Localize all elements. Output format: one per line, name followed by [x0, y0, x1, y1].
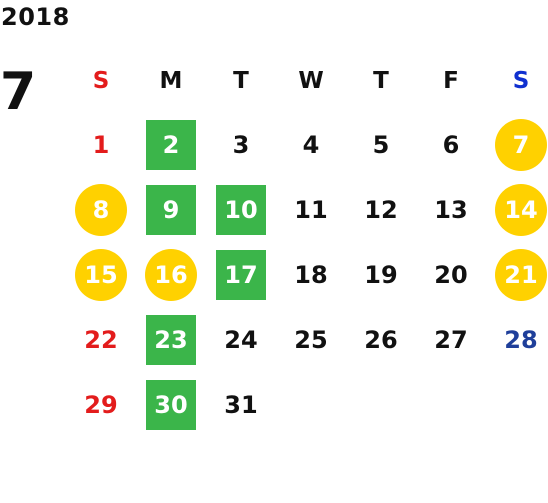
week-row-4: 22 23 24 25 26 27 28 [66, 307, 548, 372]
day-cell-27[interactable]: 27 [434, 325, 468, 354]
day-cell-8[interactable]: 8 [66, 177, 136, 242]
day-cell-16[interactable]: 16 [136, 242, 206, 307]
day-cell-29[interactable]: 29 [84, 390, 118, 419]
day-cell-19[interactable]: 19 [364, 260, 398, 289]
weekday-thursday: T [373, 68, 389, 94]
day-cell-31[interactable]: 31 [224, 390, 258, 419]
empty-cell [346, 372, 416, 437]
day-cell-24[interactable]: 24 [224, 325, 258, 354]
calendar-grid: S M T W T F S 1 2 3 4 5 6 7 8 9 10 11 12… [66, 50, 548, 437]
week-row-2: 8 9 10 11 12 13 14 [66, 177, 548, 242]
day-cell-12[interactable]: 12 [364, 195, 398, 224]
empty-cell [486, 372, 548, 437]
weekday-wednesday: W [298, 68, 324, 94]
week-row-5: 29 30 31 [66, 372, 548, 437]
weekday-tuesday: T [233, 68, 249, 94]
day-cell-2[interactable]: 2 [136, 112, 206, 177]
day-cell-20[interactable]: 20 [434, 260, 468, 289]
day-cell-25[interactable]: 25 [294, 325, 328, 354]
year-label: 2018 [1, 3, 70, 31]
day-cell-11[interactable]: 11 [294, 195, 328, 224]
week-row-3: 15 16 17 18 19 20 21 [66, 242, 548, 307]
day-cell-21[interactable]: 21 [486, 242, 548, 307]
day-cell-10[interactable]: 10 [206, 177, 276, 242]
week-row-1: 1 2 3 4 5 6 7 [66, 112, 548, 177]
day-cell-30[interactable]: 30 [136, 372, 206, 437]
day-cell-23[interactable]: 23 [136, 307, 206, 372]
month-label: 7 [0, 62, 37, 122]
weekday-sunday: S [92, 68, 110, 94]
empty-cell [416, 372, 486, 437]
weekday-saturday: S [512, 68, 530, 94]
day-cell-3[interactable]: 3 [232, 130, 250, 159]
day-cell-5[interactable]: 5 [372, 130, 390, 159]
weekday-monday: M [159, 68, 183, 94]
day-cell-18[interactable]: 18 [294, 260, 328, 289]
day-cell-7[interactable]: 7 [486, 112, 548, 177]
weekday-friday: F [443, 68, 459, 94]
day-cell-28[interactable]: 28 [504, 325, 538, 354]
weekday-header-row: S M T W T F S [66, 50, 548, 112]
day-cell-1[interactable]: 1 [92, 130, 110, 159]
day-cell-4[interactable]: 4 [302, 130, 320, 159]
day-cell-22[interactable]: 22 [84, 325, 118, 354]
day-cell-14[interactable]: 14 [486, 177, 548, 242]
day-cell-6[interactable]: 6 [442, 130, 460, 159]
day-cell-15[interactable]: 15 [66, 242, 136, 307]
day-cell-9[interactable]: 9 [136, 177, 206, 242]
empty-cell [276, 372, 346, 437]
day-cell-26[interactable]: 26 [364, 325, 398, 354]
day-cell-17[interactable]: 17 [206, 242, 276, 307]
day-cell-13[interactable]: 13 [434, 195, 468, 224]
